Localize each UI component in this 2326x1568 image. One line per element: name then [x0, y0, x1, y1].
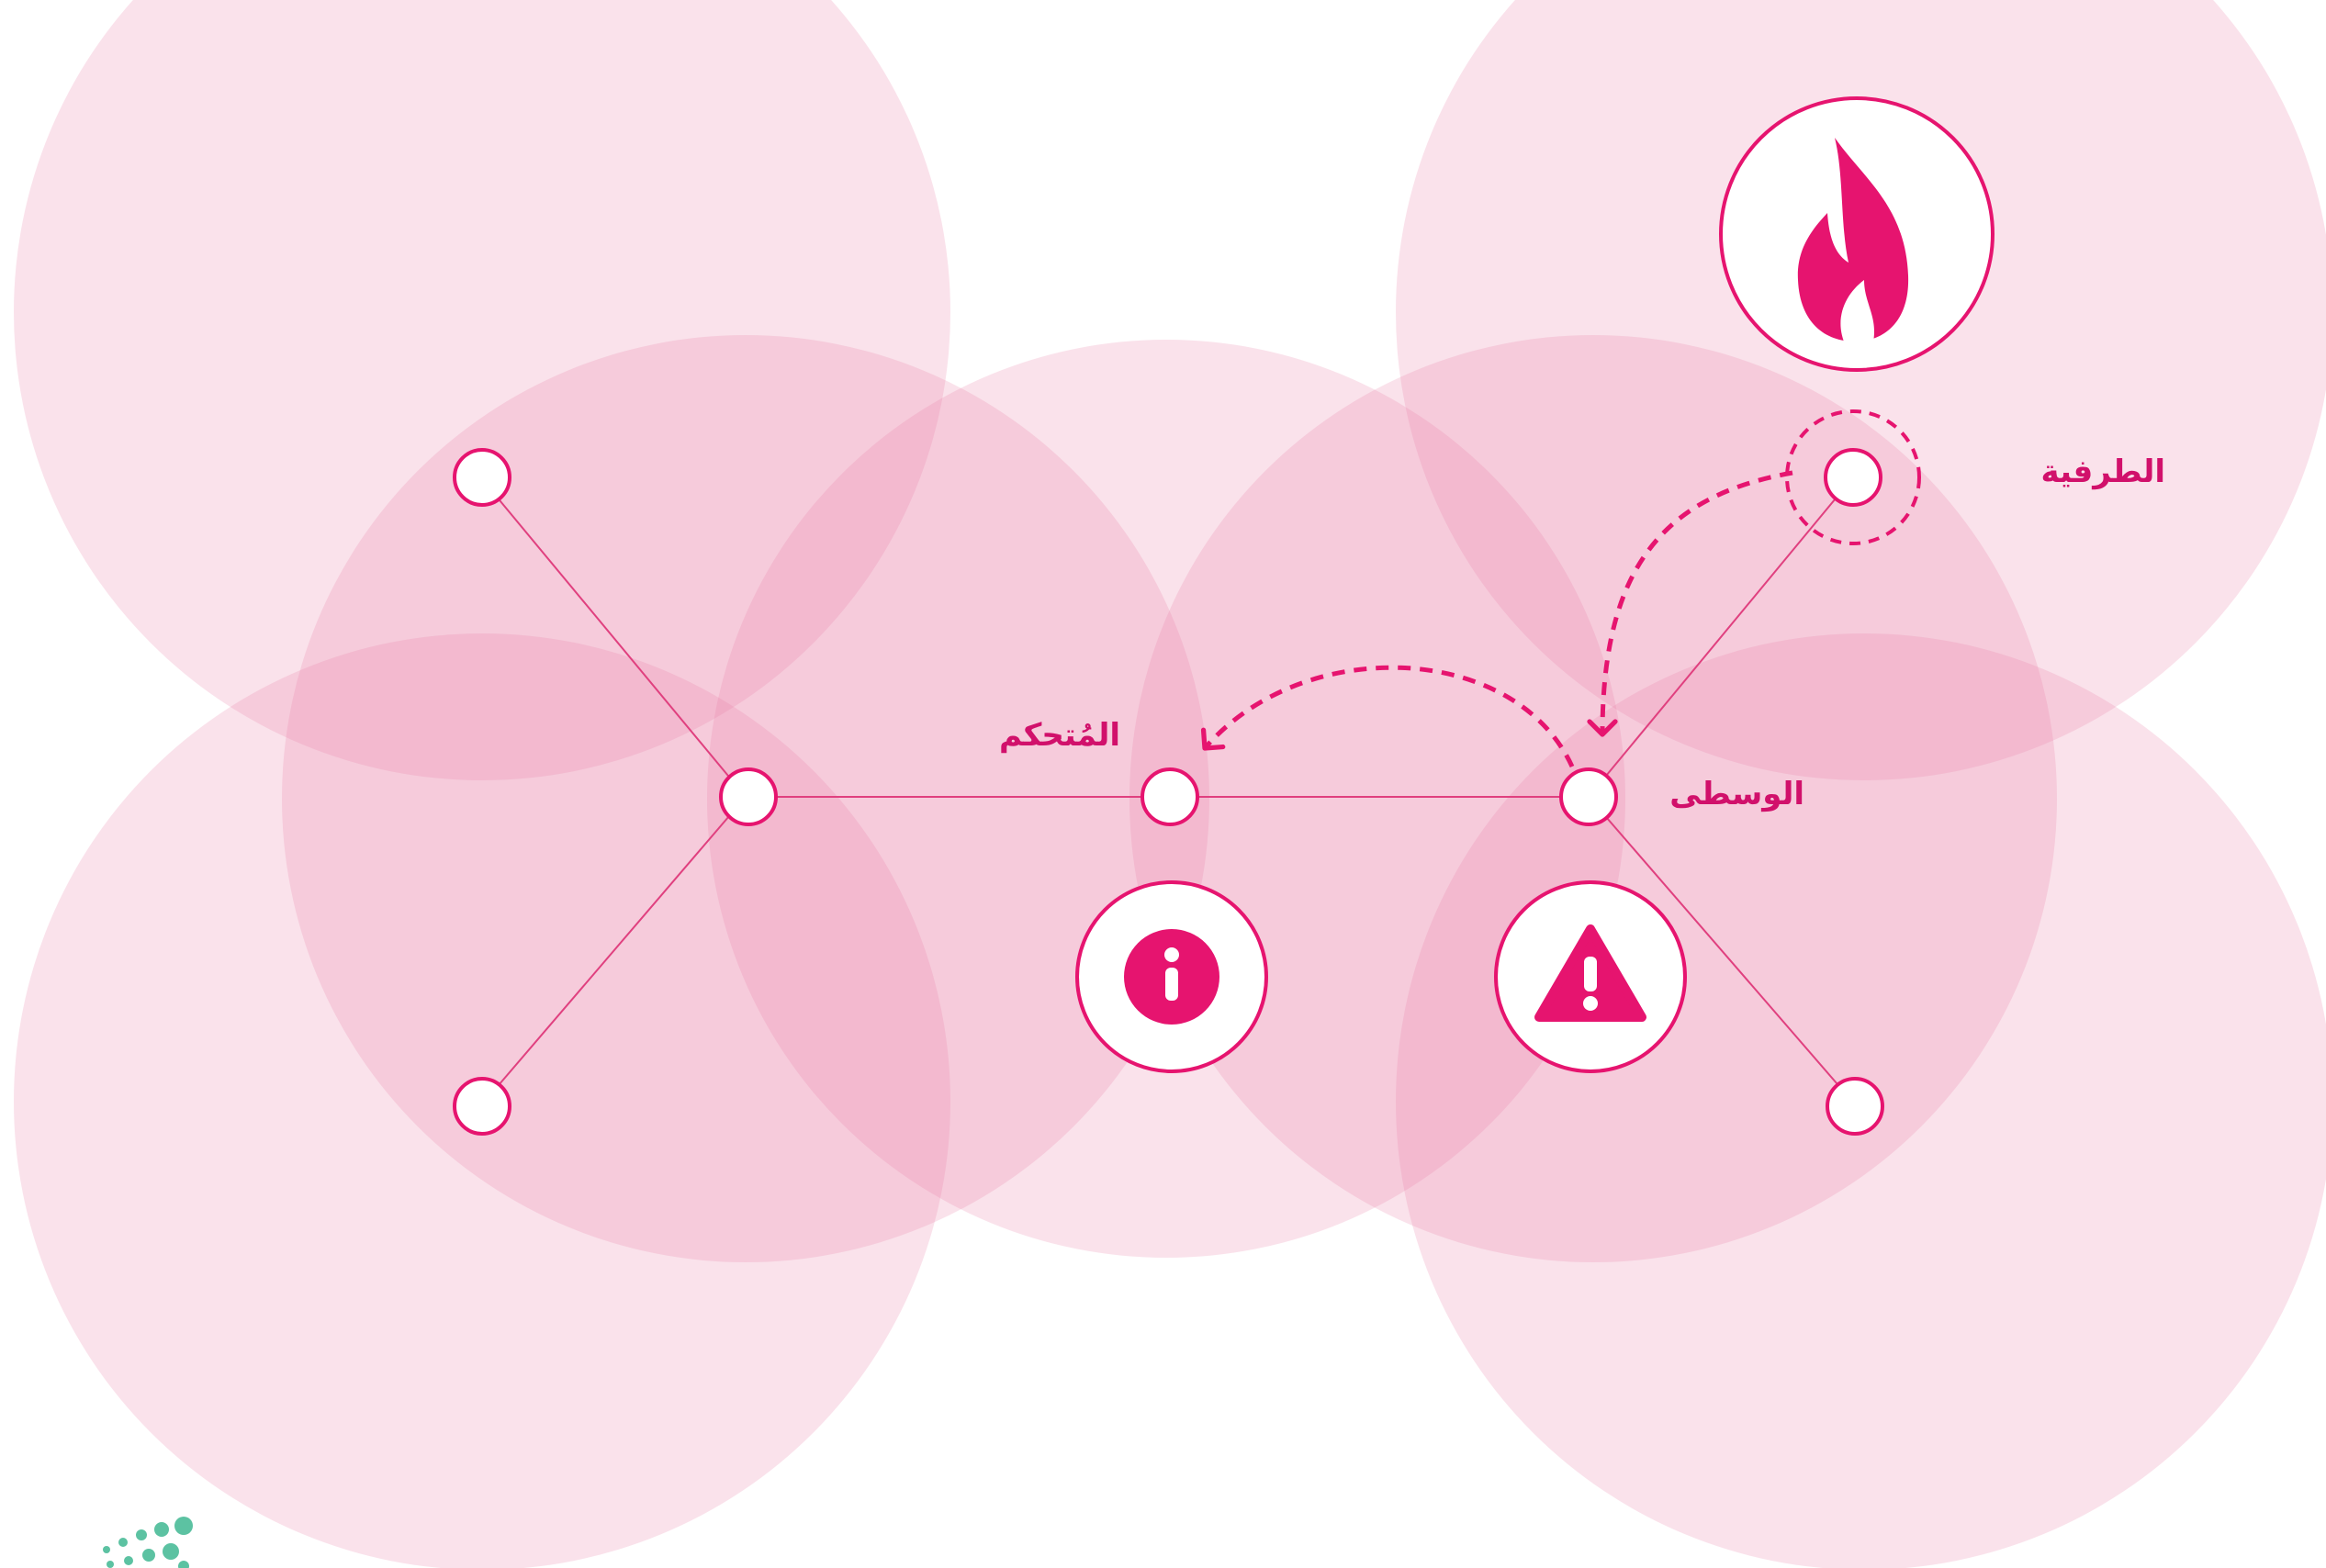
node-top-left[interactable]: [453, 448, 511, 507]
data-flow-arrows: [1200, 470, 1793, 768]
connections: [481, 476, 1856, 1105]
warning-icon: [1494, 880, 1687, 1073]
link-left-bottom: [481, 796, 747, 1105]
node-edge-ring: [1785, 409, 1921, 545]
node-controller[interactable]: [1141, 767, 1199, 826]
info-icon: [1075, 880, 1268, 1073]
node-bottom-right[interactable]: [1826, 1077, 1884, 1136]
arrow-middle-to-controller: [1200, 665, 1575, 768]
arrow-edge-to-middle: [1587, 470, 1793, 737]
label-edge: الطرفية: [2041, 454, 2165, 490]
node-bottom-left[interactable]: [453, 1077, 511, 1136]
dotted-leaf-logo: [103, 1517, 193, 1568]
link-left-top: [481, 478, 747, 798]
fire-icon: [1719, 96, 1995, 372]
label-controller: المُتحكم: [999, 717, 1120, 754]
nodes: [453, 409, 1921, 1136]
link-middle-edge: [1588, 476, 1854, 798]
coverage-circle-top-left: [14, 0, 950, 780]
link-middle-bottom-right: [1588, 796, 1856, 1105]
node-middle[interactable]: [1559, 767, 1618, 826]
node-left-hub[interactable]: [719, 767, 778, 826]
node-edge[interactable]: [1824, 448, 1882, 507]
label-middle: الوسطى: [1669, 776, 1804, 812]
